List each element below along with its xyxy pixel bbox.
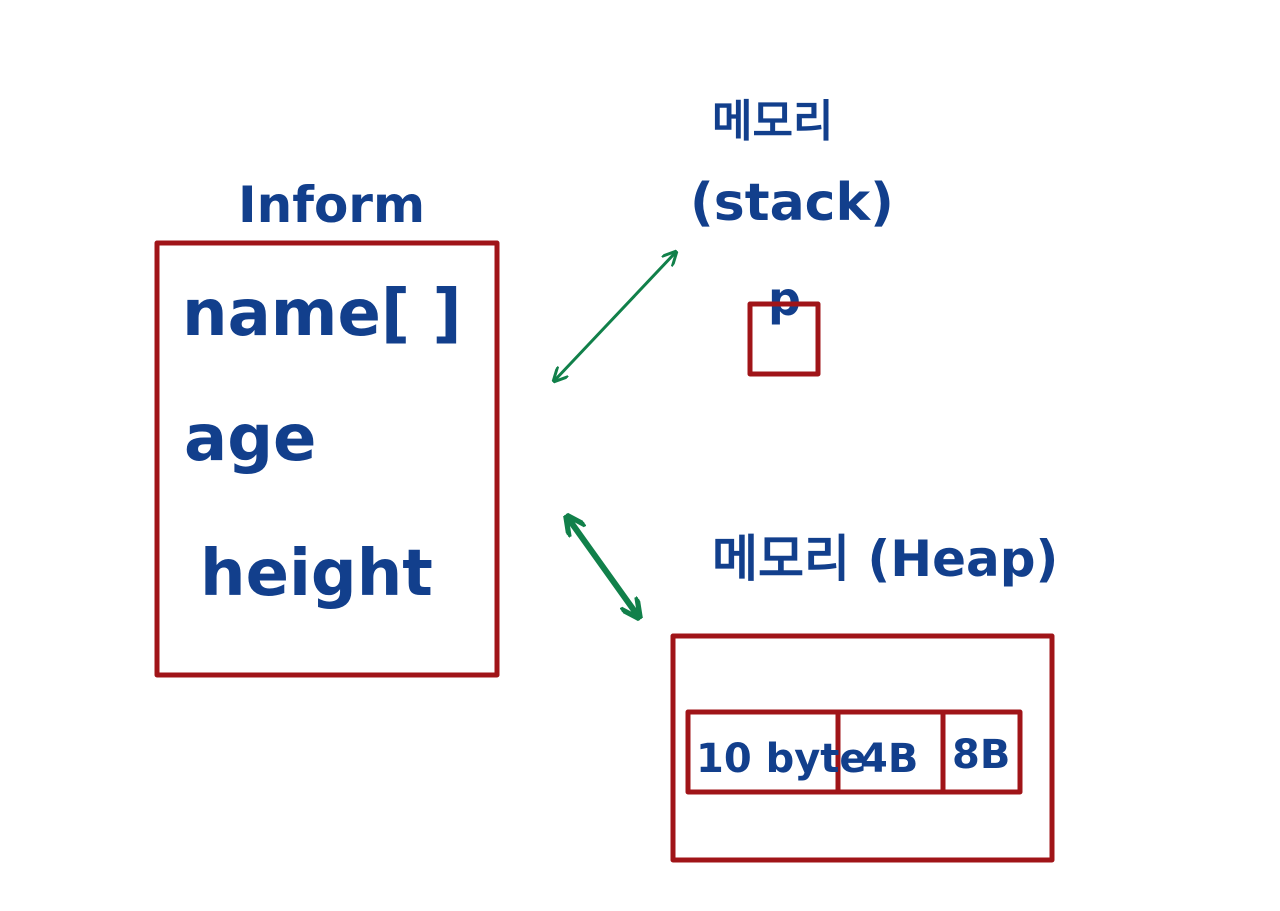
- heap-cell-age: 4B: [860, 736, 918, 782]
- struct-field-name: name[ ]: [182, 277, 462, 351]
- struct-field-age: age: [184, 402, 316, 476]
- struct-title: Inform: [238, 176, 425, 234]
- heap-cells-outline: [685, 709, 1023, 795]
- pointer-box: [747, 301, 821, 377]
- stack-label-line2: (stack): [690, 173, 894, 233]
- heap-label: 메모리 (Heap): [712, 530, 1058, 588]
- pointer-label: p: [768, 272, 801, 326]
- heap-cell-name: 10 byte: [696, 736, 867, 782]
- heap-cell-height: 8B: [952, 732, 1010, 778]
- heap-box: [670, 633, 1055, 863]
- heap-struct-arrow: [568, 518, 638, 616]
- stack-label-line1: 메모리: [712, 96, 833, 147]
- stack-struct-arrow: [555, 253, 675, 380]
- struct-box: [154, 240, 500, 678]
- struct-field-height: height: [200, 537, 433, 611]
